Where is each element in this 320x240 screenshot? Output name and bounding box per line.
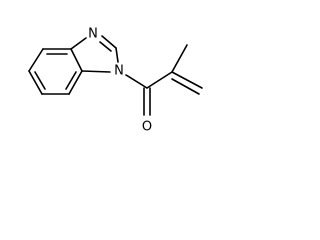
- bond-c7a-n3: [70, 37, 87, 50]
- bond-c4a-c4: [68, 70, 83, 95]
- bond-c7a-c4a: [70, 48, 83, 72]
- bond-n1-carbonyl: [125, 74, 148, 89]
- bond-n3-c2-inner: [99, 41, 112, 52]
- bond-c4a-c4-inner: [65, 71, 77, 90]
- bond-c2-n1: [115, 47, 119, 63]
- benzene-ring: [28, 48, 83, 95]
- bond-alpha-methylene-second: [171, 78, 200, 95]
- benzimidazole-methacryloyl-structure: N N O: [28, 27, 203, 135]
- n3-atom-label: N: [88, 27, 98, 42]
- bond-carbonyl-alpha: [146, 71, 173, 89]
- bond-alpha-methyl: [171, 44, 188, 73]
- n1-atom-label: N: [114, 64, 124, 79]
- bond-c5-c6: [28, 70, 43, 95]
- bond-alpha-methylene: [171, 71, 203, 89]
- bond-n3-c2: [101, 35, 117, 49]
- imidazole-ring: [70, 35, 119, 73]
- oxygen-atom-label: O: [142, 120, 152, 135]
- bond-n1-c4a: [81, 70, 111, 73]
- methacryloyl-group: [125, 44, 203, 116]
- bond-c5-c6-inner: [34, 71, 46, 90]
- bond-c6-c7: [28, 48, 44, 72]
